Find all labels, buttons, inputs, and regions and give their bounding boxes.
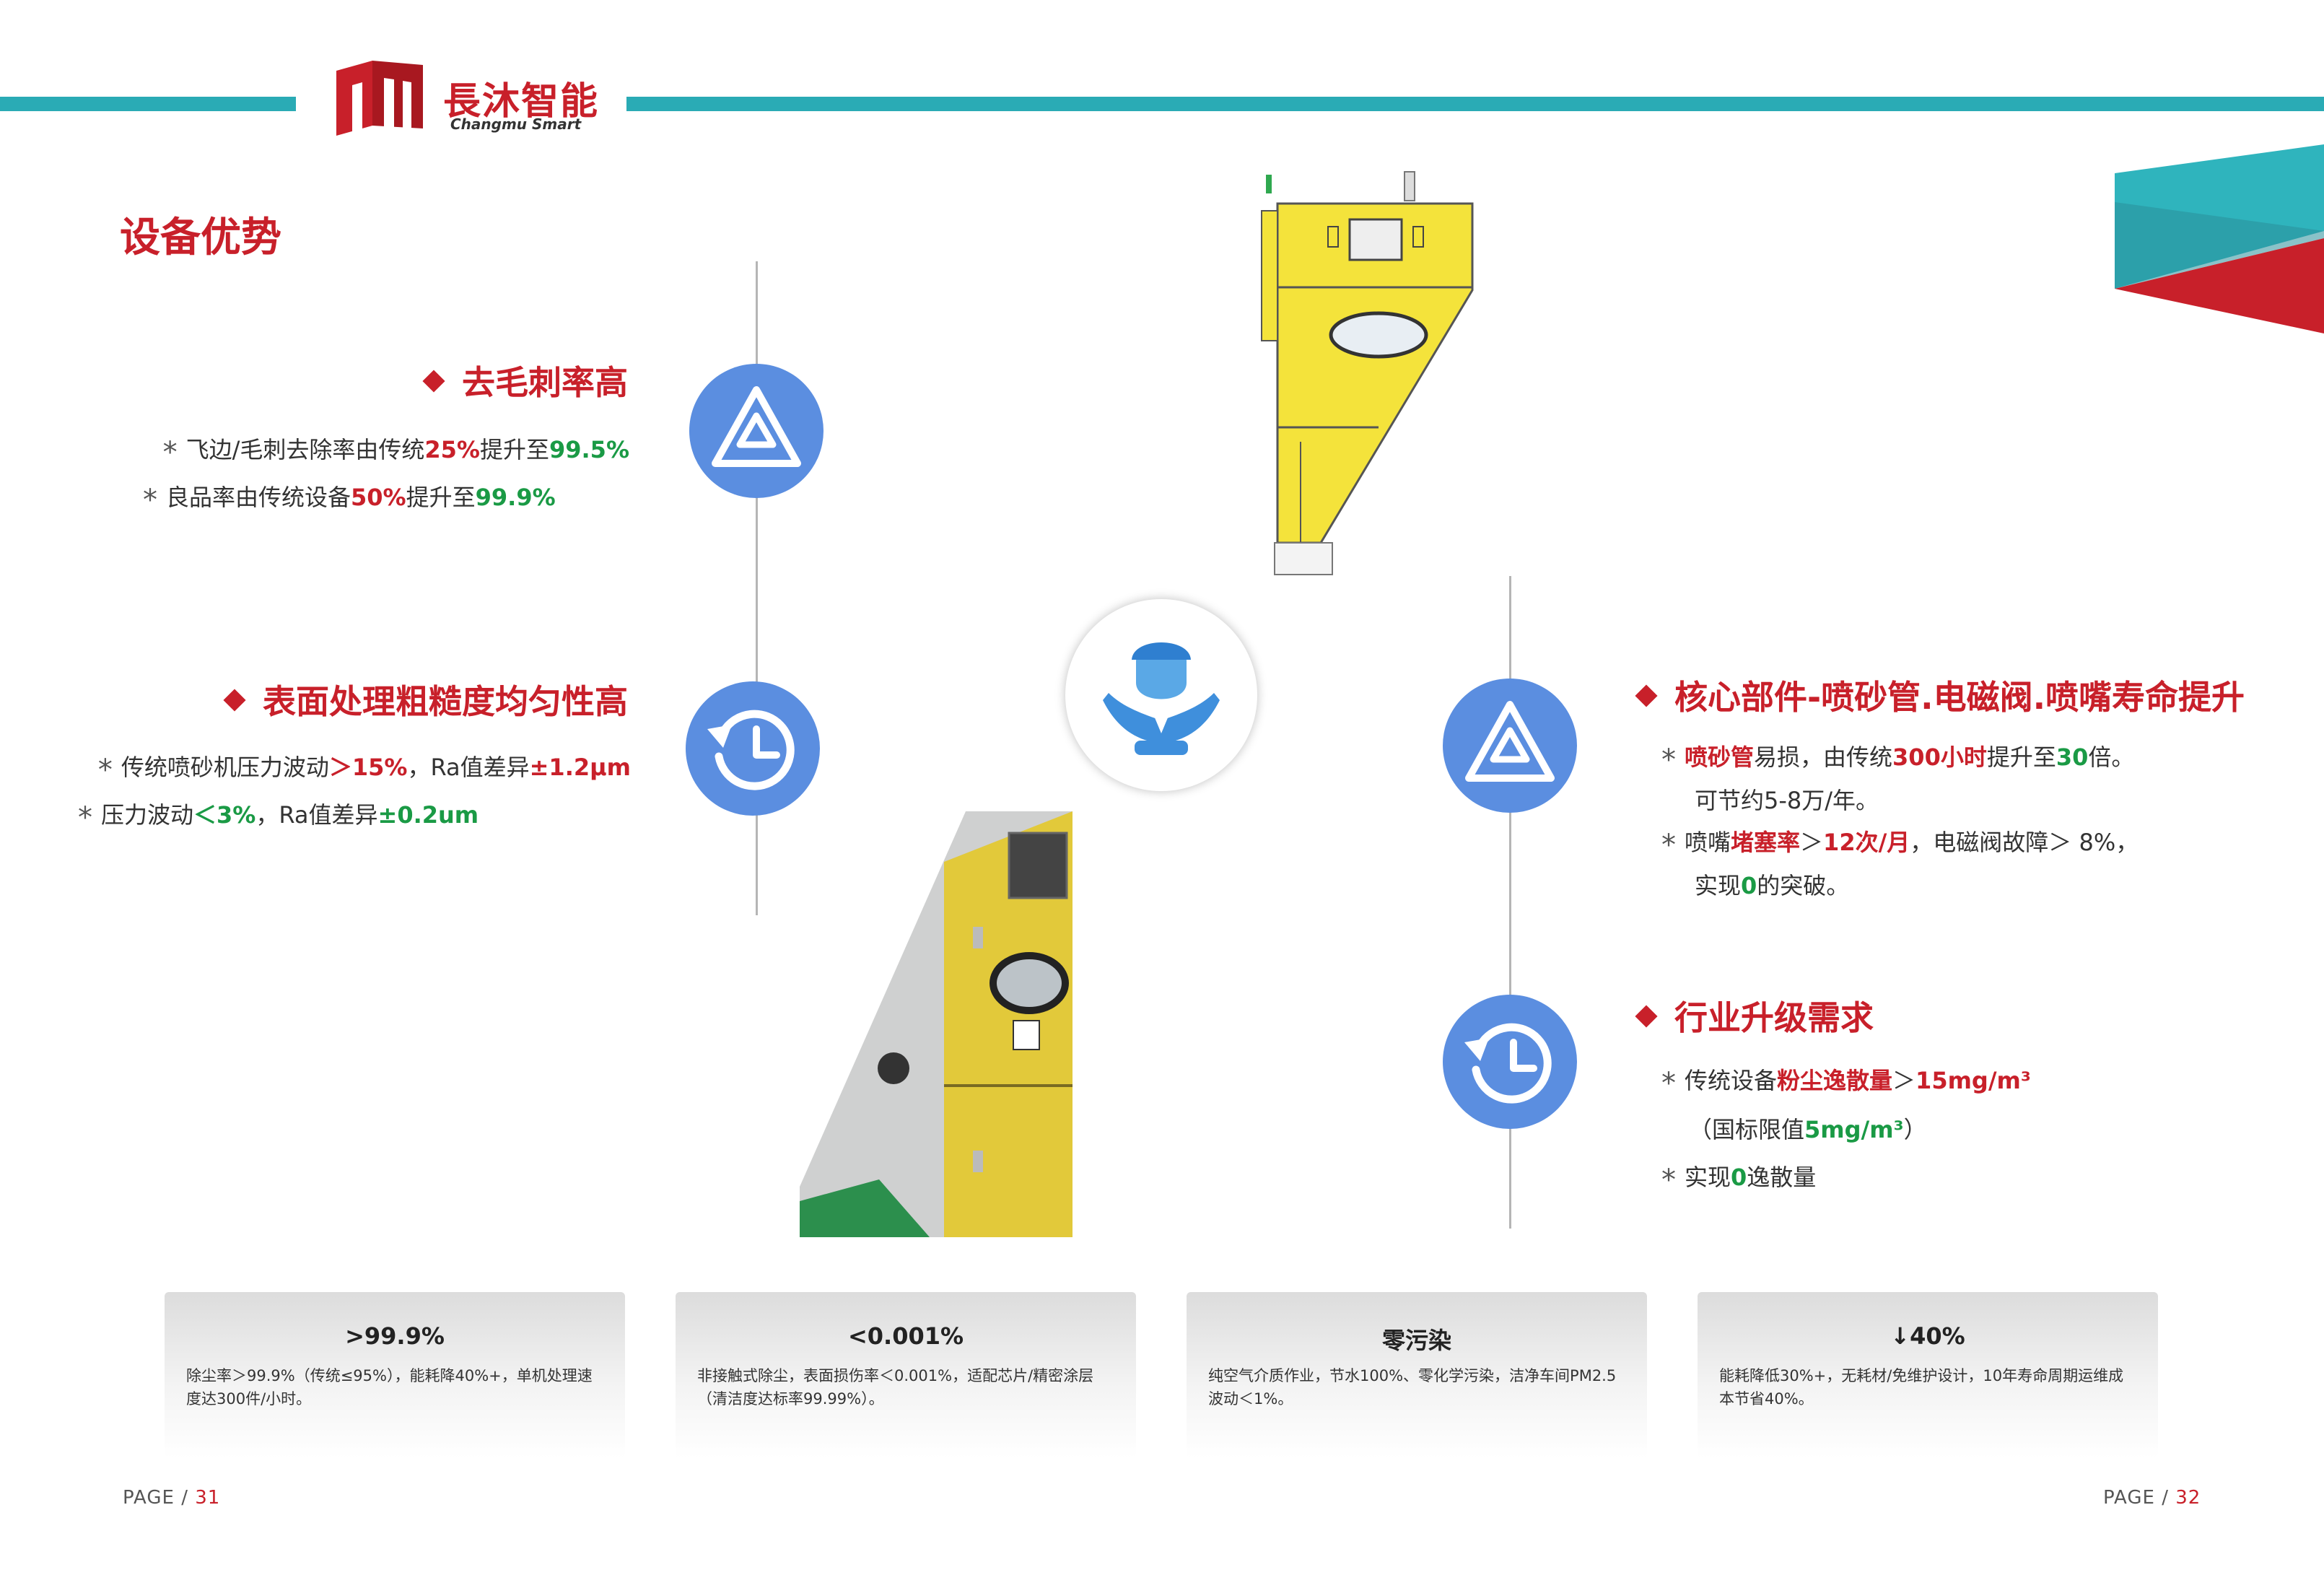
- brand-name-cn: 長沐智能: [443, 80, 600, 123]
- star-bullet-icon: *: [1661, 1164, 1676, 1197]
- section-line: *传统设备粉尘逸散量＞15mg/m³: [1661, 1067, 2031, 1100]
- stat-card: ↓40% 能耗降低30%+，无耗材/免维护设计，10年寿命周期运维成本节省40%…: [1698, 1292, 2158, 1458]
- stat-card-title: <0.001%: [847, 1322, 964, 1350]
- stat-card: <0.001% 非接触式除尘，表面损伤率＜0.001%，适配芯片/精密涂层（清洁…: [676, 1292, 1136, 1458]
- diamond-bullet-icon: [1635, 684, 1658, 707]
- stat-card: >99.9% 除尘率＞99.9%（传统≤95%），能耗降40%+，单机处理速度达…: [165, 1292, 625, 1458]
- stat-card-body: 非接触式除尘，表面损伤率＜0.001%，适配芯片/精密涂层（清洁度达标率99.9…: [697, 1367, 1094, 1408]
- section-line: （国标限值5mg/m³）: [1689, 1116, 1927, 1143]
- page-number-right: PAGE / 32: [2103, 1487, 2201, 1509]
- section-heading: 核心部件-喷砂管.电磁阀.喷嘴寿命提升: [1635, 671, 2245, 719]
- machine-photo: [800, 811, 1073, 1237]
- section-line: *飞边/毛刺去除率由传统25%提升至99.5%: [162, 436, 629, 469]
- section-line: 实现0的突破。: [1695, 872, 1850, 899]
- corner-decoration: [2115, 144, 2324, 333]
- history-clock-icon: [1464, 1023, 1552, 1104]
- logo-mark-icon: [336, 61, 423, 146]
- star-bullet-icon: *: [78, 801, 92, 834]
- header-bar-right: [626, 97, 2324, 111]
- header-bar-left: [0, 97, 296, 111]
- section-line: 可节约5-8万/年。: [1695, 787, 1879, 814]
- section-line: *良品率由传统设备50%提升至99.9%: [143, 484, 556, 517]
- left-timeline: [756, 261, 758, 915]
- stat-card-body: 能耗降低30%+，无耗材/免维护设计，10年寿命周期运维成本节省40%。: [1719, 1367, 2124, 1408]
- section-heading: 表面处理粗糙度均匀性高: [223, 676, 628, 723]
- page-number-left: PAGE / 31: [123, 1487, 221, 1509]
- page-title: 设备优势: [120, 214, 281, 261]
- history-circle: [686, 681, 820, 816]
- engineer-icon: [1103, 642, 1220, 755]
- diamond-bullet-icon: [1635, 1004, 1658, 1028]
- triangle-icon: [712, 386, 801, 467]
- brand-name-en: Changmu Smart: [450, 115, 582, 133]
- section-line: *喷砂管易损，由传统300小时提升至30倍。: [1661, 743, 2135, 777]
- section-line: *喷嘴堵塞率＞12次/月，电磁阀故障＞ 8%，: [1661, 829, 2139, 862]
- triangle-icon: [1465, 701, 1555, 782]
- section-line: *实现0逸散量: [1661, 1164, 1817, 1197]
- stat-card-body: 除尘率＞99.9%（传统≤95%），能耗降40%+，单机处理速度达300件/小时…: [186, 1367, 593, 1408]
- triangle-circle: [689, 364, 824, 498]
- section-line: *压力波动＜3%，Ra值差异±0.2um: [78, 801, 479, 834]
- stat-card-body: 纯空气介质作业，节水100%、零化学污染，洁净车间PM2.5波动＜1%。: [1208, 1367, 1617, 1408]
- section-heading: 行业升级需求: [1635, 992, 1874, 1039]
- stat-card: 零污染 纯空气介质作业，节水100%、零化学污染，洁净车间PM2.5波动＜1%。: [1187, 1292, 1647, 1458]
- star-bullet-icon: *: [1661, 1067, 1676, 1100]
- star-bullet-icon: *: [143, 484, 157, 517]
- star-bullet-icon: *: [1661, 743, 1676, 777]
- history-clock-icon: [707, 710, 795, 790]
- star-bullet-icon: *: [162, 436, 178, 469]
- section-heading: 去毛刺率高: [422, 357, 628, 404]
- brand-logo: [331, 56, 432, 150]
- diamond-bullet-icon: [223, 688, 246, 712]
- stat-card-title: 零污染: [1381, 1327, 1451, 1354]
- stat-card-title: ↓40%: [1890, 1322, 1965, 1350]
- history-circle: [1443, 995, 1577, 1129]
- triangle-circle: [1443, 679, 1577, 813]
- right-timeline: [1509, 576, 1511, 1229]
- section-line: *传统喷砂机压力波动＞15%，Ra值差异±1.2μm: [97, 754, 631, 787]
- stat-card-title: >99.9%: [345, 1322, 445, 1350]
- star-bullet-icon: *: [1661, 829, 1676, 862]
- star-bullet-icon: *: [97, 754, 113, 787]
- engineer-badge: [1065, 599, 1257, 791]
- diamond-bullet-icon: [422, 369, 445, 393]
- machine-drawing: [1261, 171, 1474, 575]
